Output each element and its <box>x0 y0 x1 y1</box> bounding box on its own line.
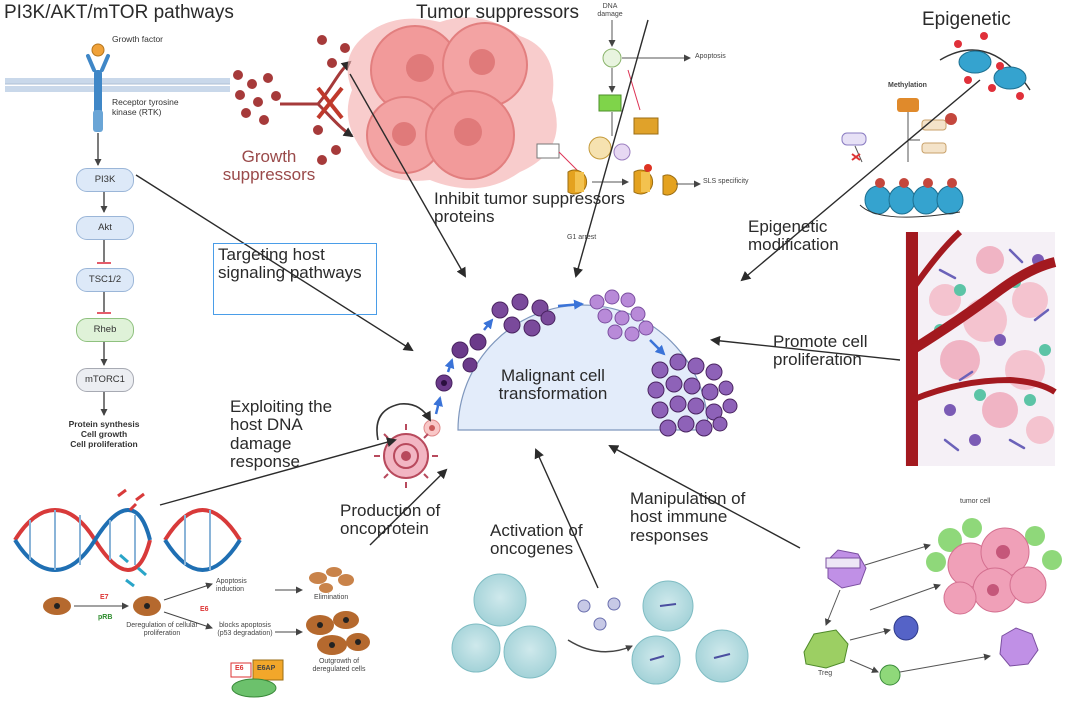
pi3k-pathway-title: PI3K/AKT/mTOR pathways <box>4 2 234 23</box>
tsc-node: TSC1/2 <box>76 268 134 292</box>
output-cell-proliferation: Cell proliferation <box>70 438 138 449</box>
cell-progression <box>423 289 738 437</box>
rtk-label: Receptor tyrosine kinase (RTK) <box>112 97 179 117</box>
e7-label: E7 <box>100 594 109 601</box>
outgrowth-label: Outgrowth of deregulated cells <box>312 658 366 673</box>
methylation-diagram <box>841 98 964 218</box>
e6ap-label: E6AP <box>257 665 276 672</box>
output-cell-growth: Cell growth <box>80 428 128 439</box>
tumor-suppressors-title: Tumor suppressors <box>416 2 579 23</box>
p53-pathway-diagram <box>536 20 701 196</box>
blocked-signal-icon <box>280 60 354 138</box>
pathway-arrows <box>135 19 981 589</box>
cell-membrane <box>5 78 230 92</box>
activation-oncogenes-label: Activation of oncogenes <box>490 521 583 559</box>
growth-suppressor-molecules <box>233 35 350 165</box>
promote-cell-proliferation-label: Promote cell proliferation <box>773 332 868 370</box>
dna-damage-label: DNA damage <box>597 3 623 18</box>
pi3k-outputs: Protein synthesis Cell growth Cell proli… <box>56 419 152 449</box>
receptor-tyrosine-kinase-icon <box>86 43 110 132</box>
rheb-node: Rheb <box>76 318 134 342</box>
dna-helix-icon <box>13 488 242 588</box>
g1-arrest-label: G1 arrest <box>567 234 597 241</box>
manipulation-immune-label: Manipulation of host immune responses <box>630 489 746 545</box>
virus-icon <box>374 403 438 488</box>
blocks-apoptosis-label: blocks apoptosis (p53 degradation) <box>217 622 273 637</box>
elimination-label: Elimination <box>314 594 349 601</box>
growth-factor-label: Growth factor <box>112 34 164 44</box>
oncoprotein-mechanism-panel <box>43 567 370 698</box>
inhibit-tumor-suppressors-label: Inhibit tumor suppressors proteins <box>434 189 625 227</box>
apoptosis-label: Apoptosis <box>695 53 726 60</box>
sls-specificity-label: SLS specificity <box>703 178 749 185</box>
immune-response-panel <box>803 518 1062 686</box>
e6-label: E6 <box>200 606 209 613</box>
treg-label: Treg <box>818 670 833 677</box>
exploiting-dna-damage-label: Exploiting the host DNA damage response <box>230 397 333 472</box>
malignant-transformation-label: Malignant cell transformation <box>498 366 608 404</box>
epigenetic-modification-label: Epigenetic modification <box>748 217 839 255</box>
tumor-vasculature <box>905 229 1057 466</box>
methylation-label: Methylation <box>888 82 927 89</box>
tumor-cell-cluster <box>347 17 557 189</box>
output-protein-synthesis: Protein synthesis <box>68 419 140 429</box>
mtorc1-node: mTORC1 <box>76 368 134 392</box>
growth-suppressors-label: Growth suppressors <box>222 147 316 185</box>
e6-box-label: E6 <box>235 665 244 672</box>
pi3k-node: PI3K <box>76 168 134 192</box>
akt-node: Akt <box>76 216 134 240</box>
apoptosis-induction-label: Apoptosis induction <box>216 578 247 593</box>
prb-label: pRB <box>98 614 113 621</box>
oncogene-activation-cells <box>451 573 749 685</box>
epigenetic-title: Epigenetic <box>922 9 1011 30</box>
nucleosome-icon <box>939 32 1031 100</box>
tumor-cell-label: tumor cell <box>960 498 991 505</box>
deregulation-label: Deregulation of cellular proliferation <box>126 622 198 637</box>
targeting-host-signaling-box: Targeting host signaling pathways <box>213 243 377 315</box>
production-oncoprotein-label: Production of oncoprotein <box>340 501 441 539</box>
